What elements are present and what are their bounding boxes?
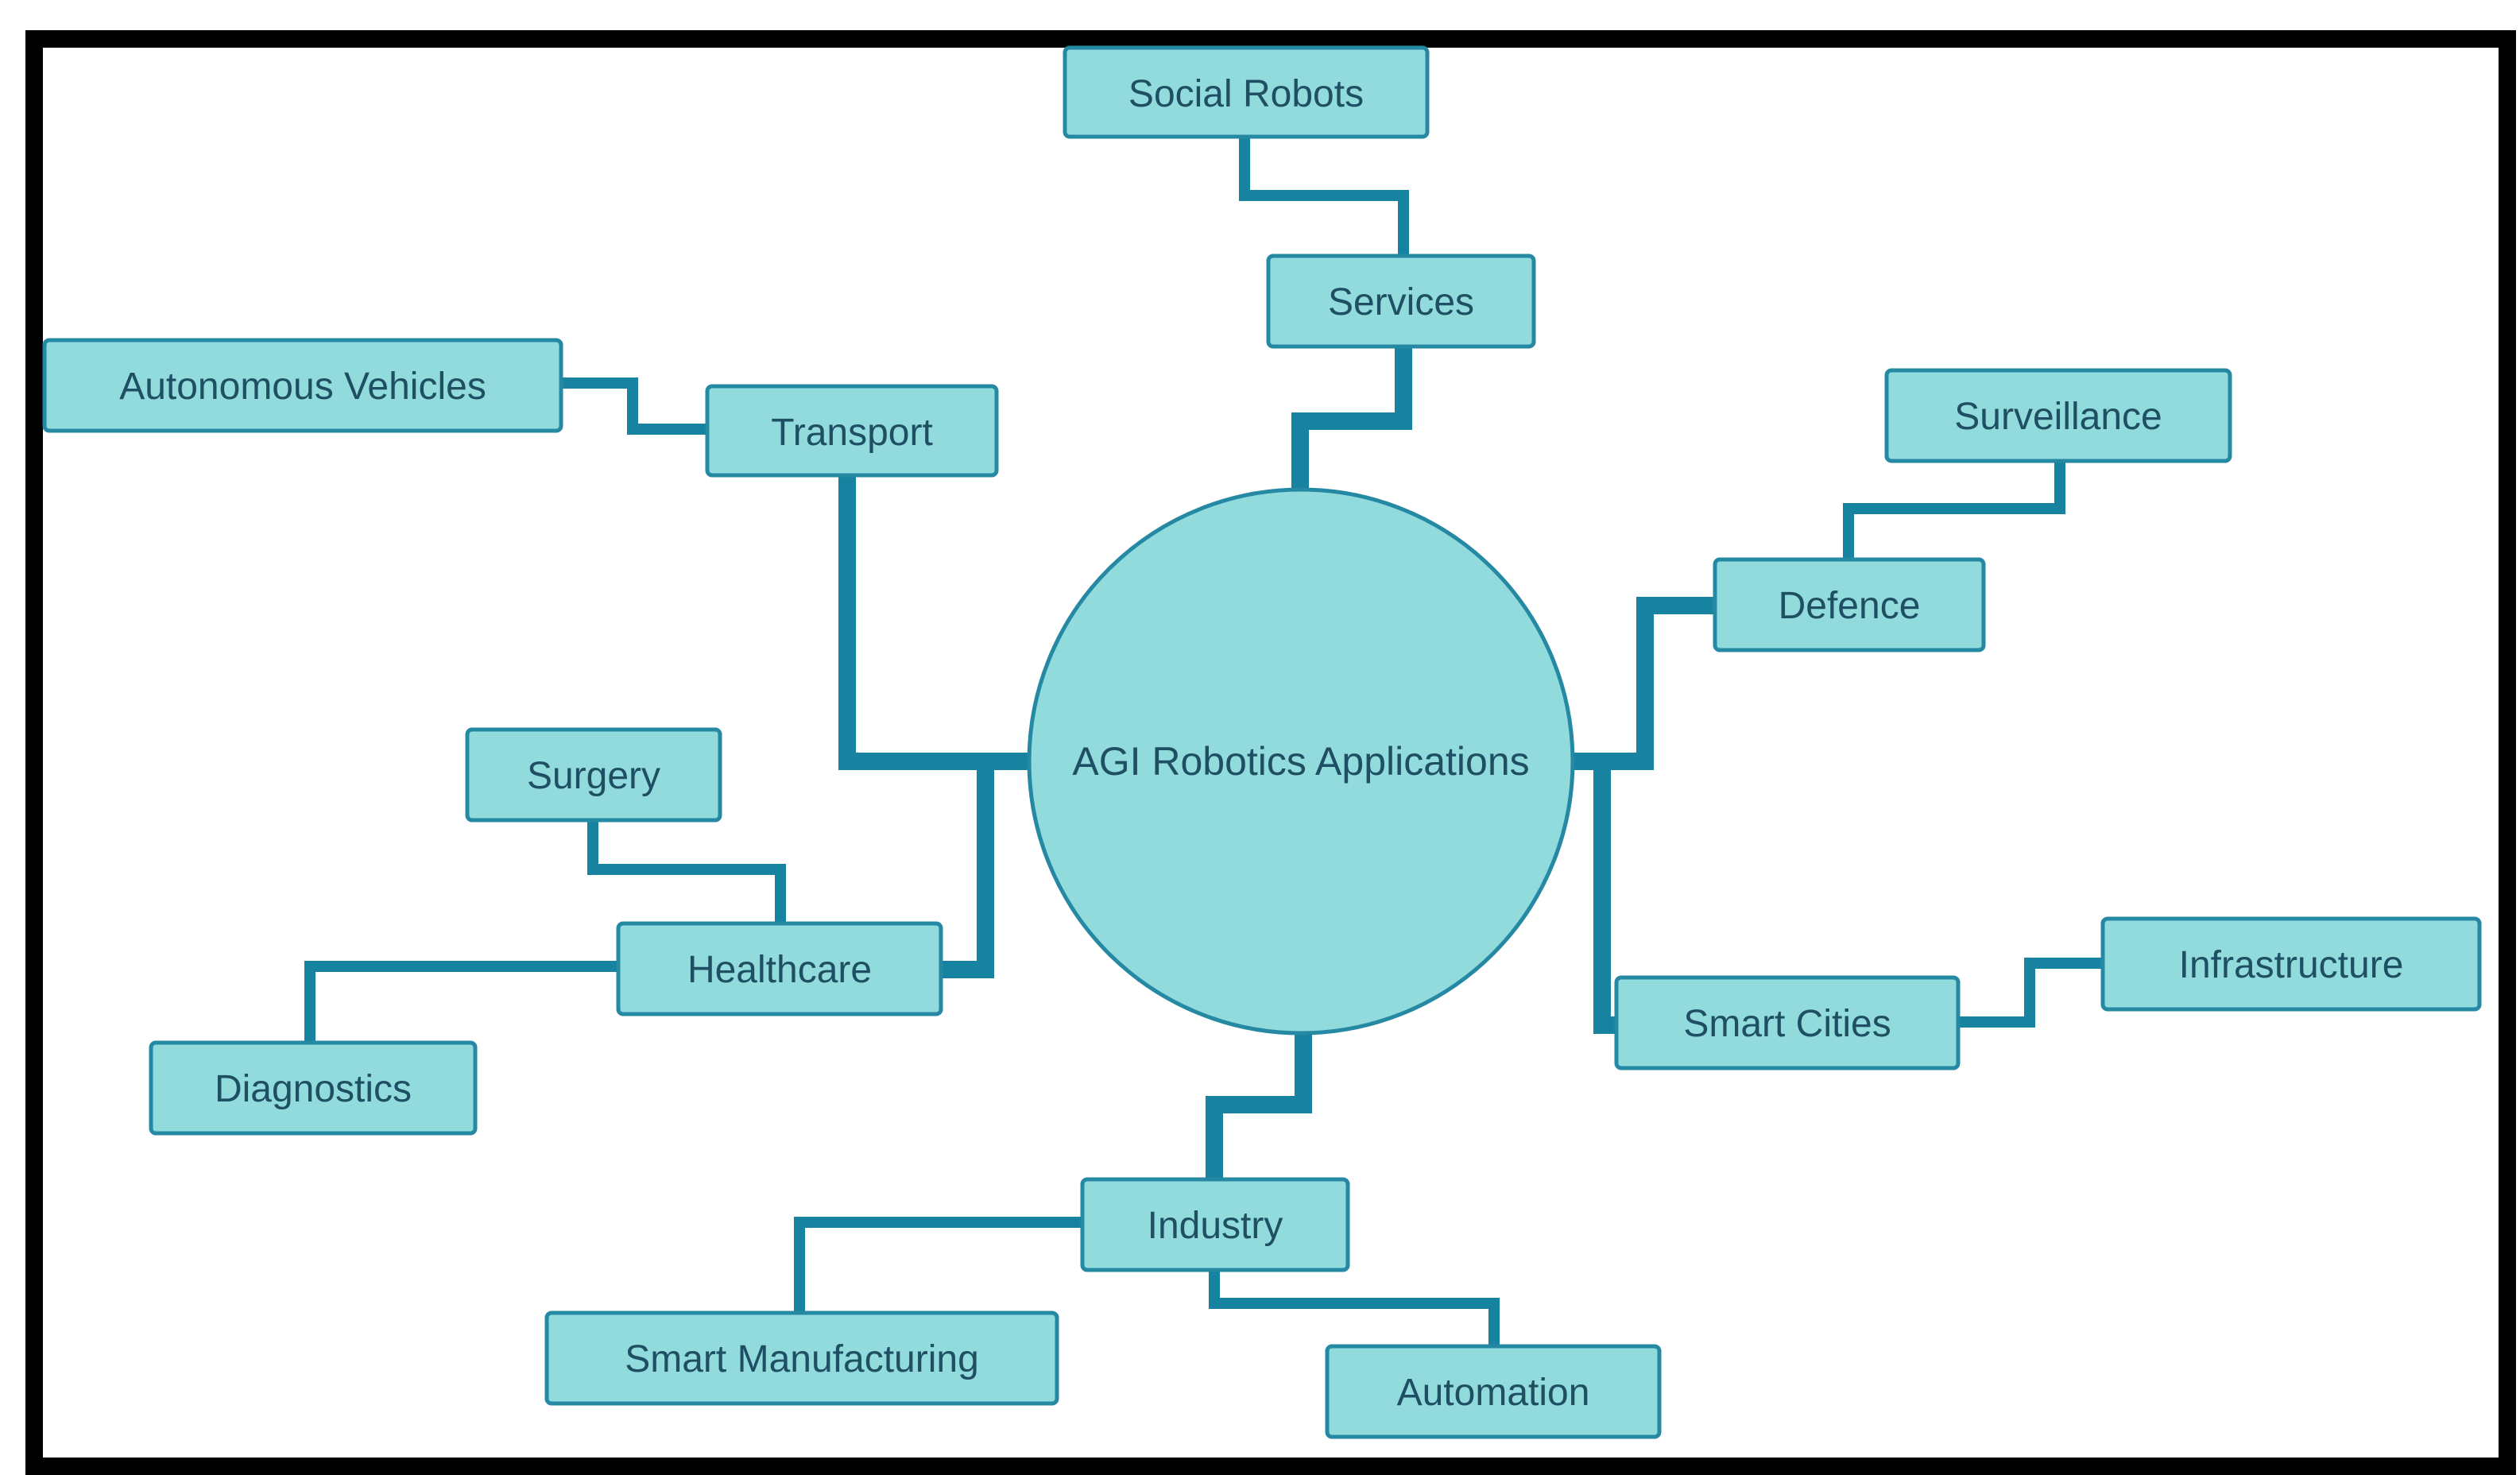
node-defence: Defence [1713,557,1986,652]
node-surgery: Surgery [465,727,722,823]
connector-healthcare-diagnostics [304,961,618,1043]
node-social-robots: Social Robots [1063,45,1430,139]
connector-defence-surveillance [1843,461,2065,559]
connector-center-industry [1206,1033,1312,1181]
node-smart-cities: Smart Cities [1614,975,1961,1070]
node-label-industry: Industry [1148,1205,1283,1247]
node-label-smart-cities: Smart Cities [1683,1003,1891,1045]
connector-healthcare-surgery [587,820,786,923]
node-industry: Industry [1080,1177,1350,1272]
connector-center-services [1291,346,1412,493]
node-automation: Automation [1325,1344,1662,1439]
connector-center-smart-cities [1569,753,1616,1034]
node-diagnostics: Diagnostics [149,1040,478,1136]
node-label-surveillance: Surveillance [1954,396,2162,438]
node-healthcare: Healthcare [616,921,943,1016]
node-label-infrastructure: Infrastructure [2179,944,2404,986]
node-label-transport: Transport [771,412,933,454]
node-transport: Transport [705,384,999,478]
node-label-automation: Automation [1397,1372,1590,1414]
node-surveillance: Surveillance [1884,368,2232,463]
center-node-label: AGI Robotics Applications [1072,739,1529,784]
node-services: Services [1266,254,1536,349]
connector-center-transport [838,474,1033,770]
connector-transport-autonomous-vehicles [561,377,707,435]
node-infrastructure: Infrastructure [2100,916,2482,1012]
node-label-diagnostics: Diagnostics [215,1068,412,1110]
connector-industry-smart-manufacturing [794,1217,1082,1313]
connector-services-social-robots [1239,137,1409,256]
connector-smart-cities-infrastructure [1958,958,2103,1028]
connector-industry-automation [1209,1270,1500,1346]
node-label-autonomous-vehicles: Autonomous Vehicles [119,366,486,408]
node-label-defence: Defence [1779,585,1921,627]
node-label-surgery: Surgery [527,755,660,797]
node-autonomous-vehicles: Autonomous Vehicles [42,338,563,433]
center-node: AGI Robotics Applications [1027,487,1575,1036]
connector-center-defence [1569,597,1715,770]
node-smart-manufacturing: Smart Manufacturing [544,1310,1059,1406]
node-label-social-robots: Social Robots [1128,73,1364,115]
node-label-services: Services [1328,281,1474,323]
connector-center-healthcare [941,753,1033,978]
node-label-smart-manufacturing: Smart Manufacturing [625,1338,979,1380]
node-label-healthcare: Healthcare [687,949,872,991]
